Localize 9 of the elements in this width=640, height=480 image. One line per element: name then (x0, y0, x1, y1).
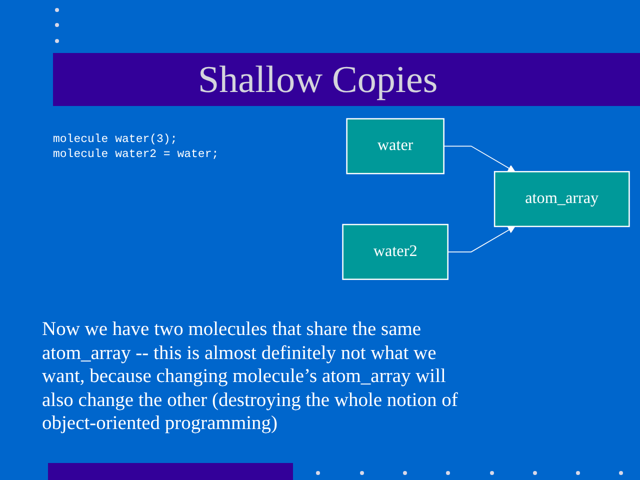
object-box: water (346, 118, 444, 174)
code-line: molecule water2 = water; (53, 148, 219, 162)
slide-title: Shallow Copies (198, 59, 438, 101)
object-box: water2 (342, 224, 448, 280)
arrow (447, 226, 516, 252)
code-line: molecule water(3); (53, 133, 178, 147)
body-text: Now we have two molecules that share the same atom_array -- this is almost definitely not what we want, because changing molecule’s atom_array will also change the other (destroying the whole notion of object-oriented programming) (42, 318, 459, 436)
object-box: atom_array (494, 171, 630, 228)
arrow (443, 146, 516, 172)
